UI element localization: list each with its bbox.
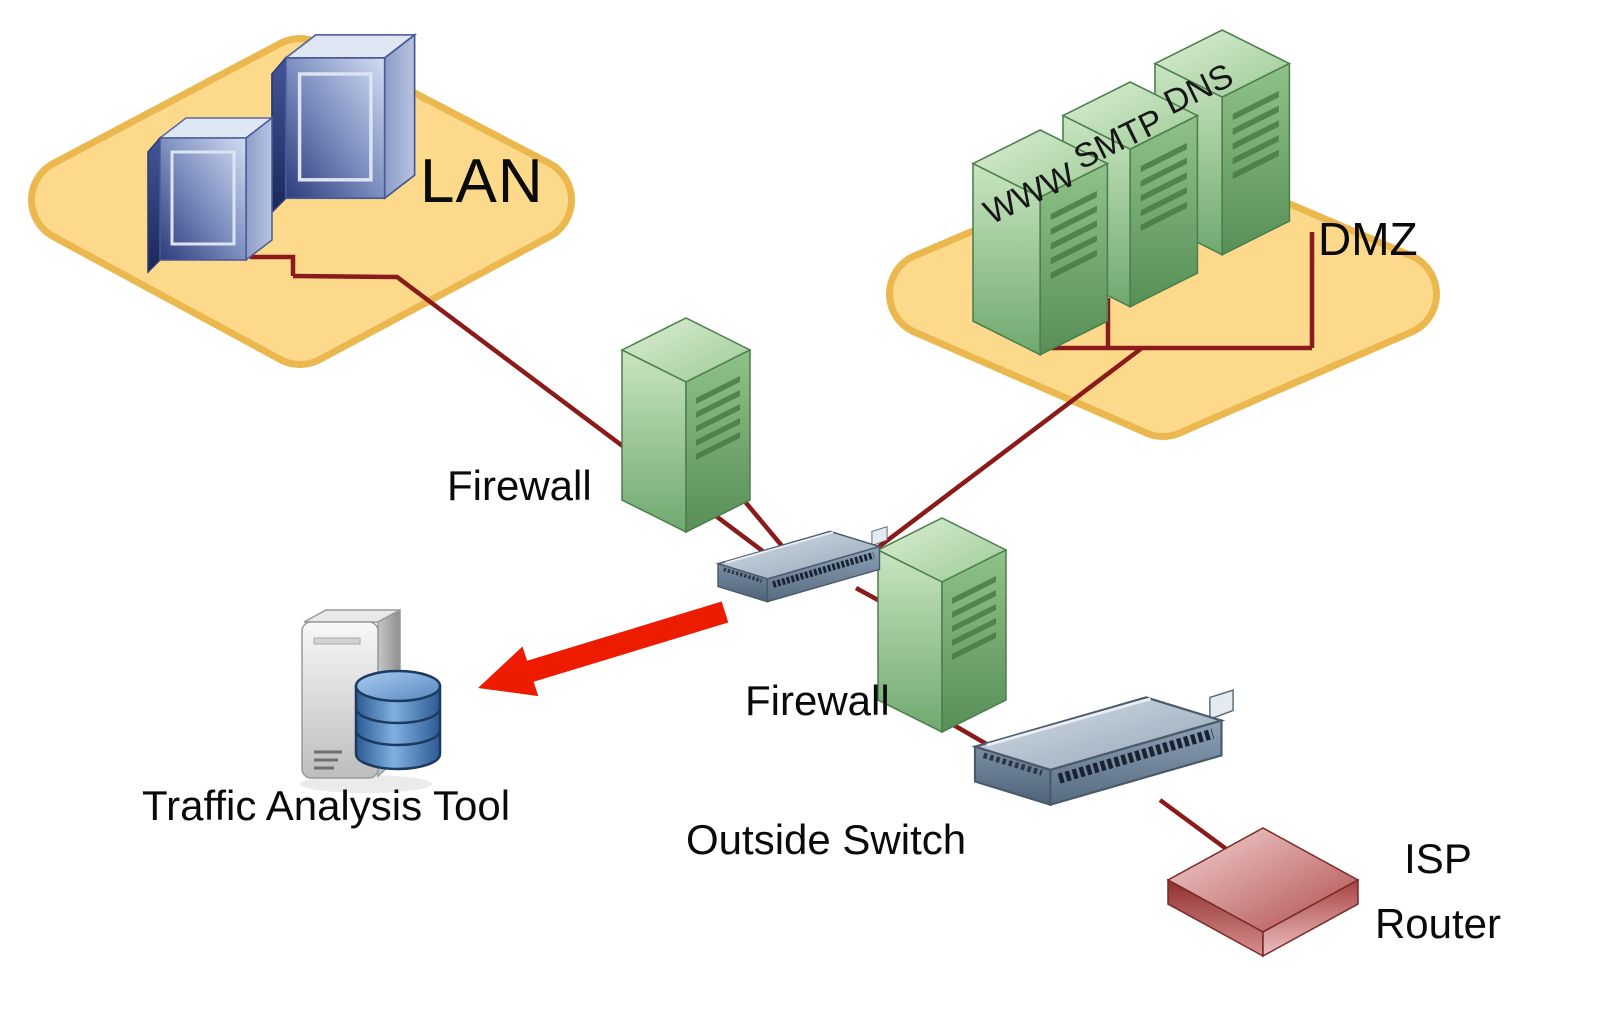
lan-workstation-icon [146,116,274,274]
isp-router-label-line1: ISP [1404,835,1472,882]
inner-firewall-label: Firewall [447,462,592,509]
isp-router-icon [1167,827,1359,957]
outside-switch-icon [975,690,1233,805]
traffic-analysis-tool-label: Traffic Analysis Tool [142,782,511,829]
lan-workstation-icon [270,33,417,214]
lan-zone-label: LAN [420,147,544,216]
database-icon [354,669,442,771]
isp-router-label: ISP Router [1358,826,1518,956]
dmz-to-switch-link [870,346,1144,554]
traffic-capture-arrow [478,601,729,697]
isp-router-label-line2: Router [1374,900,1502,948]
outside-switch-label: Outside Switch [686,816,967,863]
traffic-analysis-tool-icon [300,608,442,793]
outer-firewall-label: Firewall [745,677,890,724]
outer-firewall-icon [877,517,1007,733]
dmz-zone-label: DMZ [1318,213,1418,265]
inner-firewall-icon [621,317,751,533]
lan-internal-link [250,254,296,276]
